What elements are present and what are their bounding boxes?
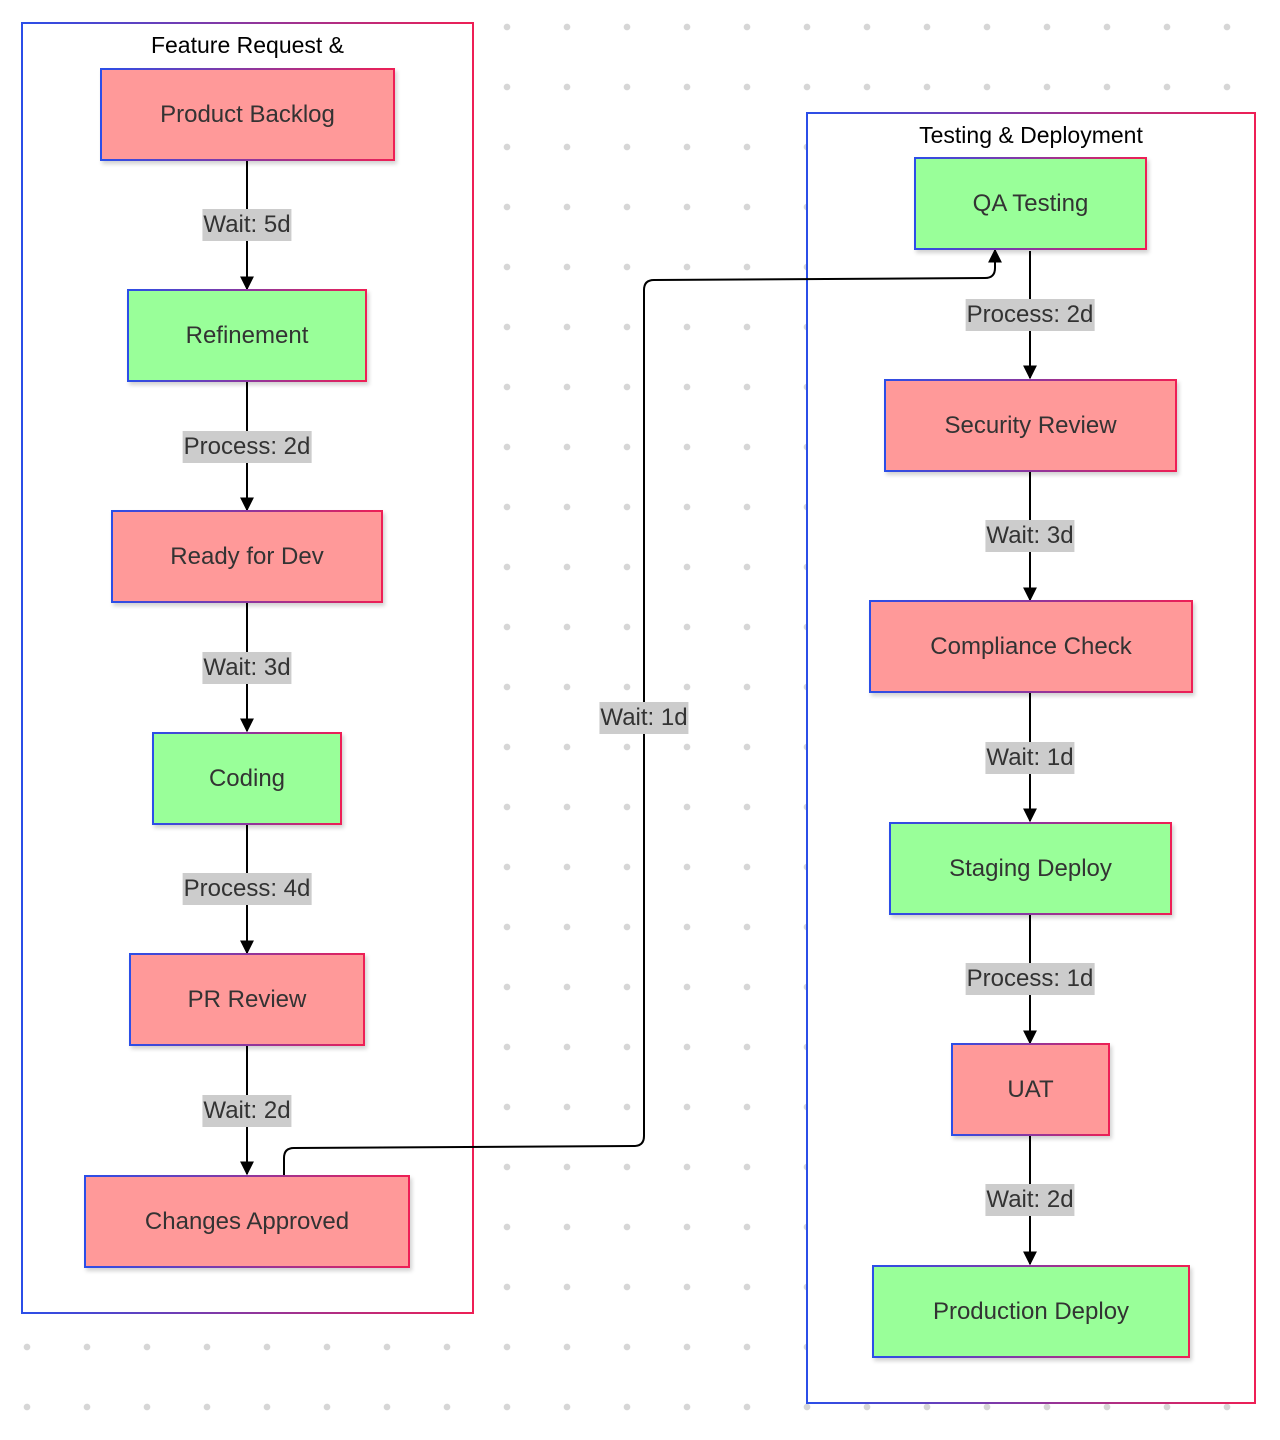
node-staging-deploy[interactable]: Staging Deploy (889, 822, 1172, 915)
edge-label-compliance-staging: Wait: 1d (985, 742, 1075, 774)
edge-label-backlog-refinement: Wait: 5d (202, 209, 292, 241)
edge-label-pr-approved: Wait: 2d (202, 1095, 292, 1127)
edge-label-qa-security: Process: 2d (965, 299, 1095, 331)
node-production-deploy[interactable]: Production Deploy (872, 1265, 1190, 1358)
edge-label-ready-coding: Wait: 3d (202, 652, 292, 684)
node-label: UAT (1007, 1075, 1054, 1103)
edge-label-security-compliance: Wait: 3d (985, 520, 1075, 552)
node-label: QA Testing (972, 189, 1089, 217)
node-label: Coding (208, 764, 286, 792)
node-security-review[interactable]: Security Review (884, 379, 1177, 472)
edge-label-staging-uat: Process: 1d (965, 963, 1095, 995)
node-refinement[interactable]: Refinement (127, 289, 367, 382)
node-label: Refinement (185, 321, 309, 349)
node-label: Staging Deploy (949, 854, 1112, 882)
cluster-title: Testing & Deployment (919, 122, 1143, 148)
node-label: PR Review (187, 985, 307, 1013)
node-pr-review[interactable]: PR Review (129, 953, 365, 1046)
node-label: Ready for Dev (170, 542, 324, 570)
node-coding[interactable]: Coding (152, 732, 342, 825)
node-uat[interactable]: UAT (951, 1043, 1110, 1136)
node-changes-approved[interactable]: Changes Approved (84, 1175, 410, 1268)
node-ready-for-dev[interactable]: Ready for Dev (111, 510, 383, 603)
node-label: Product Backlog (160, 100, 335, 128)
node-compliance-check[interactable]: Compliance Check (869, 600, 1193, 693)
node-label: Compliance Check (930, 632, 1132, 660)
node-label: Changes Approved (144, 1207, 350, 1235)
node-label: Security Review (944, 411, 1117, 439)
node-qa-testing[interactable]: QA Testing (914, 157, 1147, 250)
node-label: Production Deploy (932, 1297, 1130, 1325)
edge-label-coding-pr: Process: 4d (182, 873, 312, 905)
edge-label-uat-production: Wait: 2d (985, 1184, 1075, 1216)
edge-label-approved-qa: Wait: 1d (599, 702, 689, 734)
node-product-backlog[interactable]: Product Backlog (100, 68, 395, 161)
edge-label-refinement-ready: Process: 2d (182, 431, 312, 463)
cluster-title: Feature Request & (150, 32, 345, 58)
